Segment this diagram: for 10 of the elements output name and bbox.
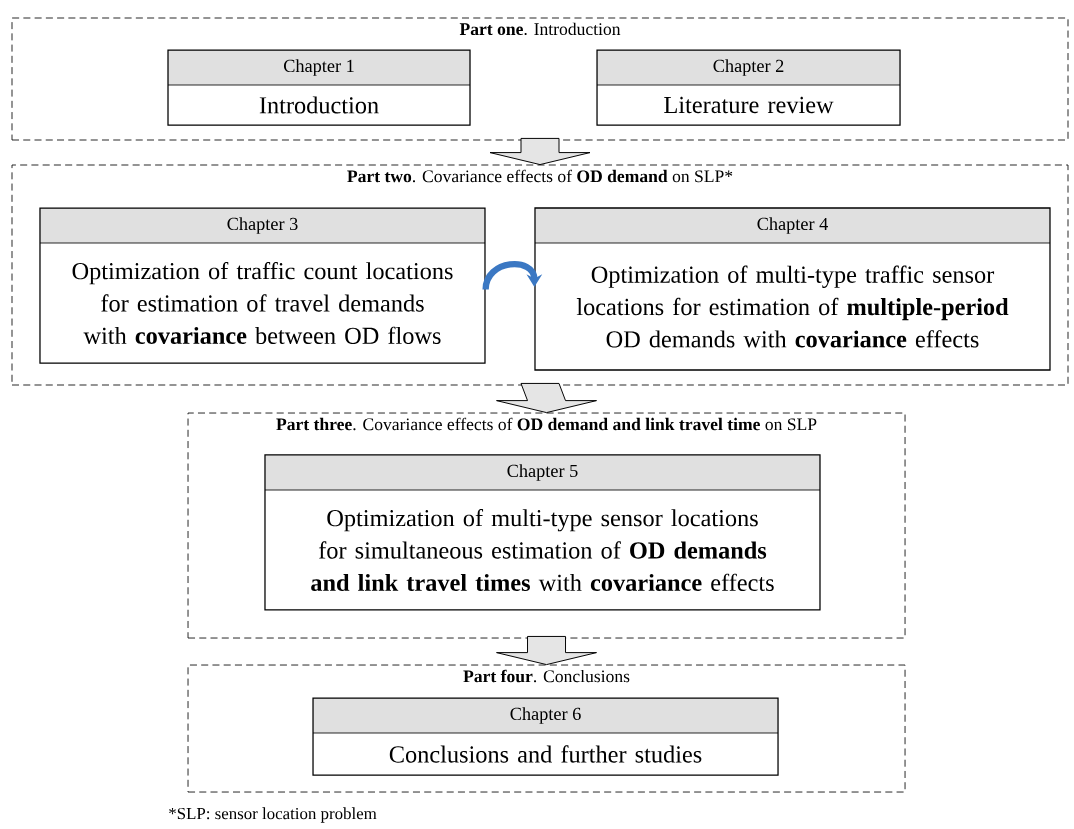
chapter-box: Chapter 5 Optimization of multi-type sensor locations for simultaneous estimation of OD demands and link travel times with covariance effects: [264, 454, 821, 611]
block-arrow: [496, 382, 597, 414]
block-arrow: [489, 137, 591, 166]
chapter-box: Chapter 1 Introduction: [167, 49, 471, 126]
chapter-box: Chapter 3 Optimization of traffic count locations for estimation of travel demands with covariance between OD flows: [39, 207, 486, 364]
chapter-box: Chapter 6 Conclusions and further studies: [312, 697, 779, 776]
footnote: *SLP: sensor location problem: [169, 807, 377, 823]
block-arrow: [496, 635, 597, 666]
chapter-box: Chapter 2 Literature review: [596, 49, 901, 126]
chapter-box: Chapter 4 Optimization of multi-type traffic sensor locations for estimation of multiple-period OD demands with covariance effects: [534, 207, 1051, 371]
